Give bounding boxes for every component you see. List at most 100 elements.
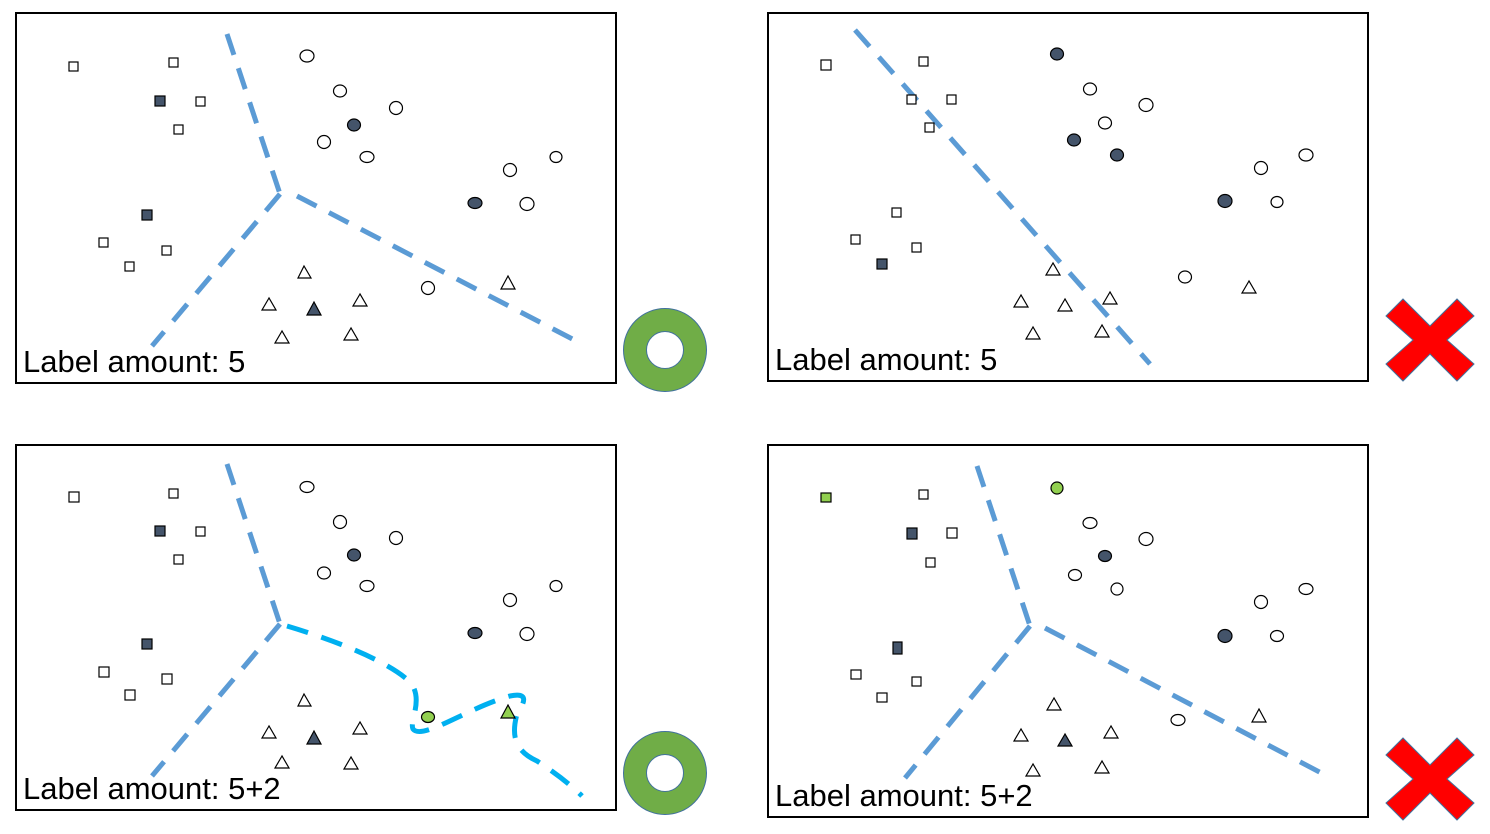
triangle-point: [1044, 261, 1062, 276]
triangle-point: [351, 292, 369, 307]
square-point: [820, 59, 832, 71]
square-point: [946, 527, 958, 539]
circle-point: [1269, 629, 1285, 643]
circle-point: [1138, 531, 1154, 547]
scatter-plot: [820, 28, 1314, 366]
triangle-point: [1024, 325, 1042, 340]
circle-point: [388, 530, 404, 546]
square-point: [98, 237, 109, 248]
triangle-point: [351, 720, 369, 735]
triangle-point: [1240, 279, 1258, 294]
circle-point: [549, 150, 563, 164]
circle-point: [1097, 116, 1113, 130]
triangle-point: [499, 274, 517, 290]
square-point: [918, 56, 929, 67]
labeled-triangle-point: [1056, 732, 1074, 747]
labeled-circle-point: [467, 626, 483, 640]
label-amount: Label amount: 5+2: [775, 778, 1033, 813]
square-point: [173, 554, 184, 565]
circle-point: [1170, 713, 1186, 727]
labeled-circle-point: [1109, 148, 1125, 162]
circle-point: [1253, 160, 1269, 176]
panel-bottom-right: Label amount: 5+2: [767, 444, 1369, 818]
triangle-point: [1093, 323, 1111, 338]
triangle-point: [1024, 762, 1042, 777]
square-point: [876, 692, 888, 703]
square-point: [906, 94, 917, 105]
square-point: [946, 94, 957, 105]
label-amount: Label amount: 5+2: [23, 771, 281, 806]
circle-point: [502, 592, 518, 608]
labeled-circle-point: [346, 118, 362, 132]
square-point: [168, 488, 179, 499]
triangle-point: [1093, 759, 1111, 774]
red-cross-icon: [1385, 298, 1475, 382]
decision-boundary: [903, 465, 1329, 780]
new-labeled-circle-point: [420, 710, 436, 724]
circle-point: [1177, 270, 1193, 284]
triangle-point: [273, 329, 291, 344]
circle-point: [299, 49, 315, 63]
square-point: [850, 234, 861, 245]
red-cross-icon: [1385, 737, 1475, 821]
labeled-square-point: [154, 95, 166, 107]
labeled-square-point: [154, 525, 166, 537]
labeled-square-point: [141, 638, 153, 650]
square-point: [173, 124, 184, 135]
circle-point: [1298, 148, 1314, 162]
label-amount: Label amount: 5: [23, 344, 246, 379]
panel-bottom-left: Label amount: 5+2: [15, 444, 617, 811]
triangle-point: [260, 724, 278, 739]
square-point: [911, 242, 922, 253]
new-labeled-circle-point: [1050, 481, 1064, 495]
triangle-point: [1250, 707, 1268, 723]
circle-point: [1270, 195, 1284, 209]
triangle-point: [297, 264, 313, 279]
scatter-plot: [820, 465, 1329, 780]
square-point: [850, 669, 862, 680]
labeled-triangle-point: [305, 729, 323, 745]
square-point: [925, 557, 936, 568]
square-point: [161, 673, 173, 685]
triangle-point: [1045, 696, 1063, 711]
triangle-point: [1102, 724, 1120, 739]
square-point: [195, 96, 206, 107]
square-point: [124, 689, 136, 701]
new-labeled-triangle-point: [499, 703, 517, 719]
triangle-point: [260, 296, 278, 311]
triangle-point: [273, 754, 291, 769]
triangle-point: [342, 755, 360, 770]
circle-point: [388, 100, 404, 116]
labeled-circle-point: [1097, 549, 1113, 563]
circle-point: [316, 134, 332, 150]
labeled-circle-point: [1049, 47, 1065, 61]
labeled-square-point: [141, 209, 153, 221]
circle-point: [420, 280, 436, 296]
triangle-point: [342, 326, 360, 341]
labeled-square-point: [876, 258, 888, 270]
circle-point: [359, 150, 375, 164]
labeled-circle-point: [346, 548, 362, 562]
circle-point: [1082, 516, 1098, 530]
labeled-triangle-point: [305, 300, 323, 316]
square-point: [124, 261, 135, 272]
triangle-point: [1056, 297, 1074, 312]
circle-point: [299, 480, 315, 494]
triangle-point: [1101, 290, 1119, 305]
circle-point: [1253, 594, 1269, 610]
adjusted-boundary: [286, 623, 584, 798]
square-point: [168, 57, 179, 68]
circle-point: [549, 579, 563, 593]
triangle-point: [1012, 727, 1030, 742]
labeled-circle-point: [467, 196, 483, 210]
square-point: [924, 122, 935, 133]
green-ring-icon: [623, 731, 707, 815]
decision-boundary: [150, 463, 283, 778]
label-amount: Label amount: 5: [775, 342, 998, 377]
circle-point: [519, 196, 535, 212]
new-labeled-square-point: [820, 492, 832, 503]
triangle-point: [1012, 293, 1030, 308]
circle-point: [316, 566, 332, 580]
square-point: [68, 491, 80, 503]
decision-boundary: [150, 33, 584, 348]
